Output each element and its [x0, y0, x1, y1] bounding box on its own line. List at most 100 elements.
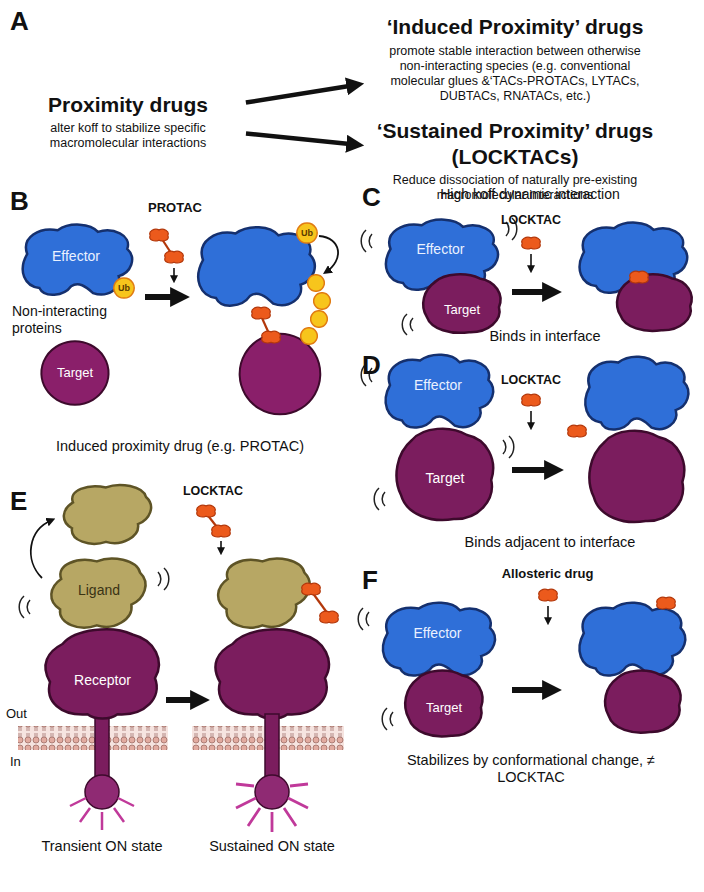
target-protein — [605, 670, 681, 732]
ubiquitin-chain — [301, 275, 331, 345]
drug-name: LOCKTAC — [490, 213, 572, 228]
locktac-molecule — [630, 271, 648, 283]
effector-protein — [585, 357, 688, 430]
signal-domain — [85, 775, 119, 809]
panel-letter: F — [362, 565, 378, 596]
ubiquitin — [311, 311, 328, 328]
target-protein-outline — [397, 429, 494, 520]
ubiquitin-tag: Ub — [113, 277, 135, 299]
ubiquitin-tag-outline — [297, 223, 317, 243]
panel-caption: Binds in interface — [465, 328, 625, 345]
drug-name: PROTAC — [140, 200, 210, 216]
bound-protac — [252, 307, 280, 343]
ubiquitin-tag-outline — [114, 278, 134, 298]
concept-text: Proximity drugsalter koff to stabilize s… — [18, 92, 238, 151]
flow-arrow — [246, 85, 357, 103]
concept-text: ‘Sustained Proximity’ drugs (LOCKTACs) Re… — [365, 118, 665, 204]
warhead — [320, 611, 338, 623]
effector-protein-outline — [386, 355, 494, 428]
target-protein: Target — [400, 668, 488, 740]
receptor-protein-outline — [45, 629, 158, 718]
target-protein — [589, 431, 684, 522]
target-protein — [617, 274, 692, 331]
tag-label: Ub — [301, 228, 313, 239]
panel-letter: A — [10, 6, 29, 37]
body-text: Reduce dissociation of naturally pre-exi… — [384, 173, 646, 204]
drug-name: Allosteric drug — [475, 566, 620, 582]
membrane — [18, 726, 168, 750]
ligand-protein — [218, 559, 310, 628]
locktac-molecule — [522, 237, 540, 249]
warhead — [252, 307, 270, 319]
flow-arrow — [246, 134, 357, 145]
process-arrow — [145, 294, 180, 300]
process-arrow — [166, 697, 200, 703]
protac-molecule — [150, 229, 183, 263]
heading: ‘Induced Proximity’ drugs — [387, 14, 644, 40]
process-arrow — [512, 687, 552, 693]
small-arrow — [547, 606, 549, 622]
warhead — [165, 251, 183, 263]
body-text: promote stable interaction between other… — [384, 44, 646, 105]
panel-caption: Binds adjacent to interface — [445, 534, 655, 551]
protein-label: Ligand — [78, 582, 120, 599]
concept-text: ‘Induced Proximity’ drugs promote stable … — [365, 14, 665, 105]
process-arrow — [512, 289, 552, 295]
effector-protein: Effector — [378, 350, 498, 438]
heading: ‘Sustained Proximity’ drugs (LOCKTACs) — [365, 118, 665, 169]
warhead — [302, 583, 320, 595]
body-text: alter koff to stabilize specific macromo… — [23, 121, 233, 152]
tag-label: Ub — [118, 283, 130, 294]
signal-rays — [236, 784, 308, 832]
ligand-protein-outline — [51, 559, 145, 628]
allosteric-molecule — [539, 589, 557, 601]
protein-label: Target — [426, 700, 462, 716]
receptor-stem — [265, 714, 279, 778]
state-caption: Transient ON state — [22, 838, 182, 855]
target-protein-outline — [41, 341, 108, 404]
state-caption: Sustained ON state — [192, 838, 352, 855]
protein-label: Effector — [417, 241, 465, 258]
warhead — [262, 331, 280, 343]
membrane-side: Out — [6, 706, 27, 722]
warhead — [197, 505, 215, 517]
protein-label: Effector — [414, 377, 462, 394]
ubiquitin — [314, 293, 331, 310]
protein-label: Receptor — [74, 672, 131, 689]
target-protein-outline — [405, 671, 482, 737]
drug-name: LOCKTAC — [172, 484, 254, 499]
small-arrow — [220, 541, 222, 552]
protein-label: Target — [426, 470, 465, 487]
small-arrow — [530, 411, 532, 427]
protein-label: Target — [444, 302, 480, 318]
warhead — [150, 229, 168, 241]
receptor-protein: Receptor — [40, 625, 165, 720]
effector-protein-outline — [378, 350, 498, 438]
target-protein — [240, 334, 321, 415]
allosteric-molecule — [657, 597, 675, 609]
effector-protein — [580, 603, 686, 676]
transfer-arrow — [319, 236, 338, 272]
small-arrow — [173, 268, 175, 280]
target-protein-outline — [423, 274, 500, 332]
locktac-molecule — [568, 425, 586, 437]
signal-rays — [70, 798, 134, 830]
panel-letter: D — [362, 350, 381, 381]
drug-name: LOCKTAC — [490, 373, 572, 388]
dissociation-arrow — [31, 520, 52, 578]
receptor-protein — [215, 629, 328, 718]
panel-caption: Induced proximity drug (e.g. PROTAC) — [20, 438, 340, 455]
panel-letter: B — [10, 186, 29, 217]
target-protein: Target — [390, 425, 500, 525]
annotation: Non-interacting proteins — [12, 303, 124, 337]
panel-letter: E — [10, 486, 27, 517]
target-protein: Target — [418, 272, 506, 336]
locktac-molecule — [522, 394, 540, 406]
bound-locktac — [302, 583, 338, 623]
signal-domain — [255, 775, 289, 809]
effector-protein-outline — [383, 603, 495, 676]
receptor-stem — [95, 714, 109, 778]
membrane-side: In — [10, 754, 21, 770]
ubiquitin — [301, 328, 318, 345]
effector-protein — [198, 227, 314, 306]
